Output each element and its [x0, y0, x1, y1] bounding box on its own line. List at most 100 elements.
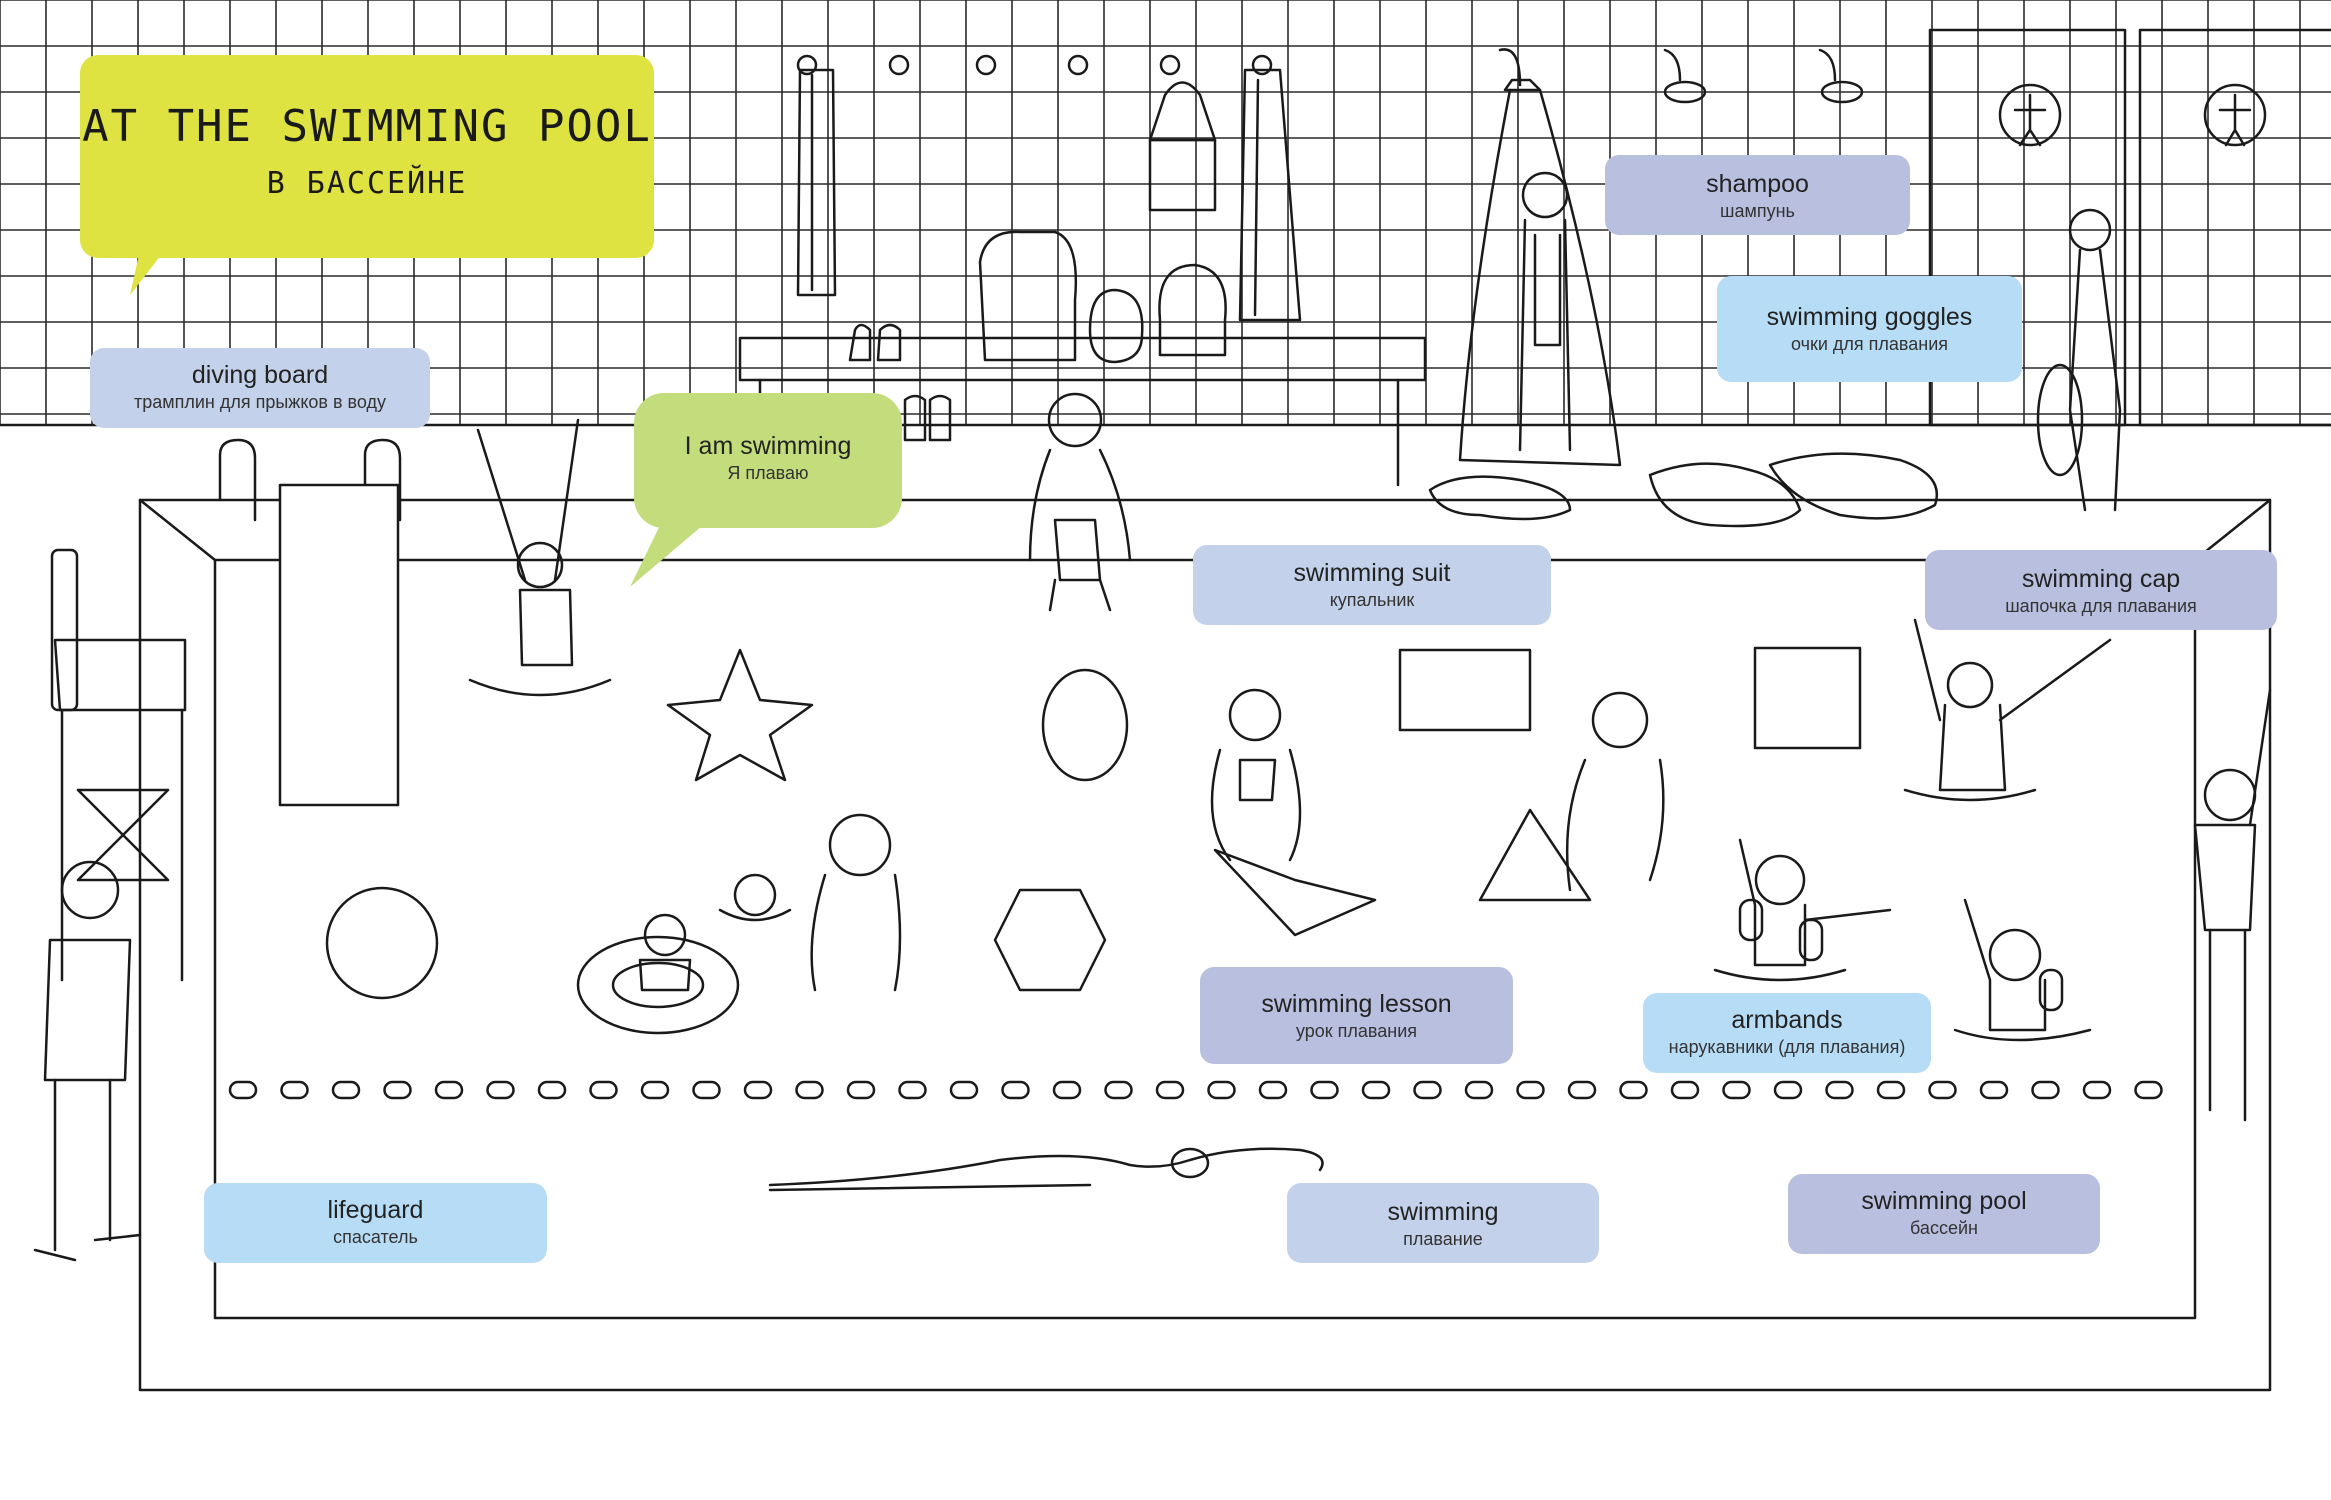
boy-standing — [810, 813, 902, 992]
rolled-towel-icon — [1158, 263, 1227, 357]
label-armbands: armbands нарукавники (для плавания) — [1643, 993, 1931, 1073]
female-sign-icon — [1998, 83, 2062, 147]
woman-kickboard-1 — [1210, 688, 1302, 862]
diving-board — [218, 438, 402, 807]
swimmers — [468, 171, 2272, 1192]
label-swimming-cap: swimming cap шапочка для плавания — [1925, 550, 2277, 630]
label-swimming-pool: swimming pool бассейн — [1788, 1174, 2100, 1254]
page-title: AT THE SWIMMING POOL — [82, 101, 652, 152]
lane-float — [692, 1080, 721, 1100]
lane-float — [1207, 1080, 1236, 1100]
bench — [738, 230, 1427, 487]
label-en: swimming cap — [2021, 565, 2181, 593]
ball-icon — [325, 886, 439, 1000]
label-ru: шампунь — [1720, 201, 1795, 221]
lane-float — [795, 1080, 824, 1100]
speech-bubble-tail — [630, 515, 715, 587]
lane-float — [1258, 1080, 1288, 1100]
lane-float — [846, 1080, 876, 1100]
lane-float — [1876, 1080, 1906, 1100]
girl-with-float — [2036, 208, 2122, 512]
slippers-icon — [848, 323, 902, 362]
label-en: swimming pool — [1861, 1187, 2027, 1215]
lane-float — [1722, 1080, 1751, 1100]
hexagon-float-icon — [993, 888, 1107, 992]
page-subtitle: В БАССЕЙНЕ — [266, 166, 468, 201]
male-sign-icon — [2203, 83, 2267, 147]
lane-float — [2031, 1080, 2060, 1100]
towel-icon — [1238, 68, 1302, 322]
door-male — [2138, 28, 2331, 427]
kickboard-icon — [1753, 646, 1862, 750]
label-ru: купальник — [1329, 590, 1415, 610]
pool-rim — [138, 498, 2272, 1392]
lane-float — [486, 1080, 515, 1100]
lifeguard-figure — [33, 860, 142, 1262]
lane-float — [898, 1080, 927, 1100]
label-ru: нарукавники (для плавания) — [1668, 1037, 1906, 1057]
lifeguard-chair — [50, 548, 187, 982]
man-kickboard — [1565, 691, 1665, 892]
star-float-icon — [666, 648, 814, 782]
bag-icon — [1148, 81, 1217, 212]
swim-ring-icon — [611, 961, 705, 1009]
lane-rope — [228, 1080, 2163, 1100]
lane-float — [331, 1080, 361, 1100]
oval-float-icon — [1041, 668, 1129, 782]
label-ru: урок плавания — [1295, 1021, 1418, 1041]
hooks — [796, 54, 1273, 76]
lane-float — [589, 1080, 618, 1100]
label-en: swimming — [1387, 1198, 1499, 1226]
lane-float — [383, 1080, 412, 1100]
label-en: armbands — [1731, 1006, 1843, 1034]
lane-float — [2134, 1080, 2163, 1100]
slippers-icon — [903, 394, 952, 442]
lane-float — [949, 1080, 979, 1100]
label-swimming-goggles: swimming goggles очки для плавания — [1717, 276, 2022, 382]
lane-float — [1310, 1080, 1339, 1100]
lane-float — [1619, 1080, 1648, 1100]
boy-armbands-2 — [1953, 898, 2092, 1042]
lane-float — [1104, 1080, 1133, 1100]
door-female — [1928, 28, 2127, 427]
kickboard-icon — [1398, 648, 1532, 732]
lane-float — [228, 1080, 258, 1100]
label-lifeguard: lifeguard спасатель — [204, 1183, 547, 1263]
rolled-towel-icon — [1088, 288, 1144, 364]
boy-swim-cap — [1903, 618, 2112, 802]
label-en: diving board — [191, 361, 329, 389]
lane-float — [1979, 1080, 2009, 1100]
child-swimming-head — [718, 873, 792, 922]
label-en: swimming goggles — [1766, 303, 1973, 331]
label-en: I am swimming — [684, 432, 852, 460]
label-diving-board: diving board трамплин для прыжков в воду — [90, 348, 430, 428]
shower — [1458, 48, 1864, 467]
label-en: swimming lesson — [1261, 990, 1452, 1018]
coach-standing — [2193, 688, 2272, 1122]
label-ru: спасатель — [333, 1227, 418, 1247]
towel-icon — [796, 68, 837, 297]
lane-float — [1516, 1080, 1545, 1100]
label-ru: Я плаваю — [727, 463, 809, 483]
lane-float — [1155, 1080, 1185, 1100]
kickboard-icon — [1213, 848, 1377, 937]
label-en: lifeguard — [327, 1196, 424, 1224]
changing-room-doors — [1928, 28, 2331, 427]
title-speech-tail — [130, 250, 165, 295]
label-en: shampoo — [1706, 170, 1809, 198]
lane-float — [537, 1080, 567, 1100]
pool-toys — [325, 646, 1862, 1035]
shower-head-icon — [1663, 80, 1707, 104]
lane-float — [743, 1080, 773, 1100]
boy-sitting-edge — [1028, 392, 1132, 612]
label-ru: трамплин для прыжков в воду — [133, 392, 387, 412]
lane-float — [1361, 1080, 1391, 1100]
child-in-ring — [638, 913, 692, 992]
lane-float — [1928, 1080, 1957, 1100]
lane-float — [280, 1080, 309, 1100]
lane-float — [2082, 1080, 2112, 1100]
label-shampoo: shampoo шампунь — [1605, 155, 1910, 235]
label-ru: бассейн — [1910, 1218, 1978, 1238]
title-card: AT THE SWIMMING POOL В БАССЕЙНЕ — [80, 55, 654, 258]
woman-showering — [1518, 171, 1572, 452]
